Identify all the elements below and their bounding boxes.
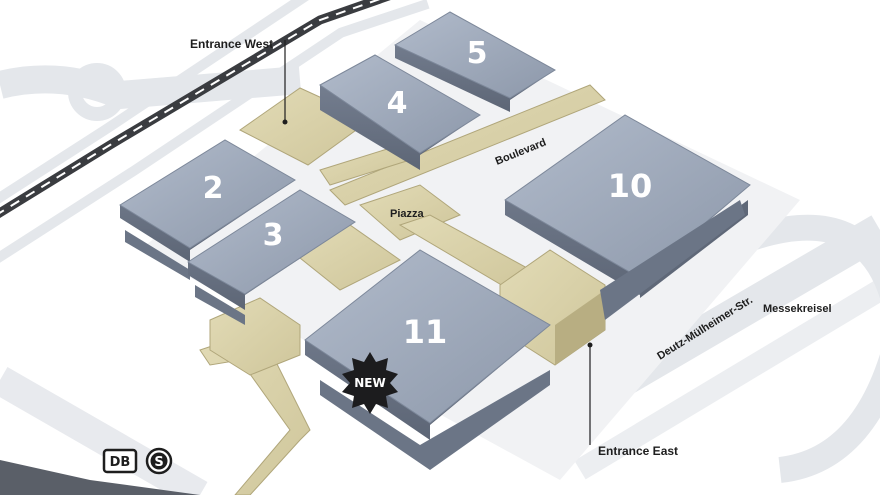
hall-10-label: 10 [608,167,653,205]
new-badge-text: NEW [354,376,385,390]
hall-3[interactable]: 3 [187,189,356,325]
sbahn-icon-text: S [154,455,163,470]
hall-5[interactable]: 5 [393,11,556,112]
hall-4-label: 4 [387,86,408,121]
hall-2[interactable]: 2 [119,139,296,280]
messekreisel-label: Messekreisel [763,303,832,315]
boulevard-walkway [329,84,606,206]
new-badge-star [342,352,398,414]
db-icon: DB [102,448,138,474]
hall-2-label: 2 [203,171,224,206]
db-icon-text: DB [110,455,131,470]
piazza-square [359,184,461,241]
entrance-east-facade [555,290,605,365]
roundabout-west [68,63,126,121]
south-stairway [199,329,311,495]
hall-11-label: 11 [403,313,448,351]
entrance-west-dot [282,119,288,125]
sbahn-icon: S [145,447,173,475]
hall-10[interactable]: 10 [504,114,751,320]
piazza-label: Piazza [390,208,425,220]
entrance-east-dot [587,342,593,348]
railway-track [0,0,391,218]
new-badge: NEW [342,352,398,414]
station-building [0,460,200,495]
hall-4[interactable]: 4 [319,54,481,170]
messekreisel-road [714,214,880,483]
hall-3-label: 3 [263,218,284,253]
entrance-west-label: Entrance West [190,37,273,51]
hall-5-label: 5 [467,36,488,71]
entrance-east-label: Entrance East [598,444,678,458]
